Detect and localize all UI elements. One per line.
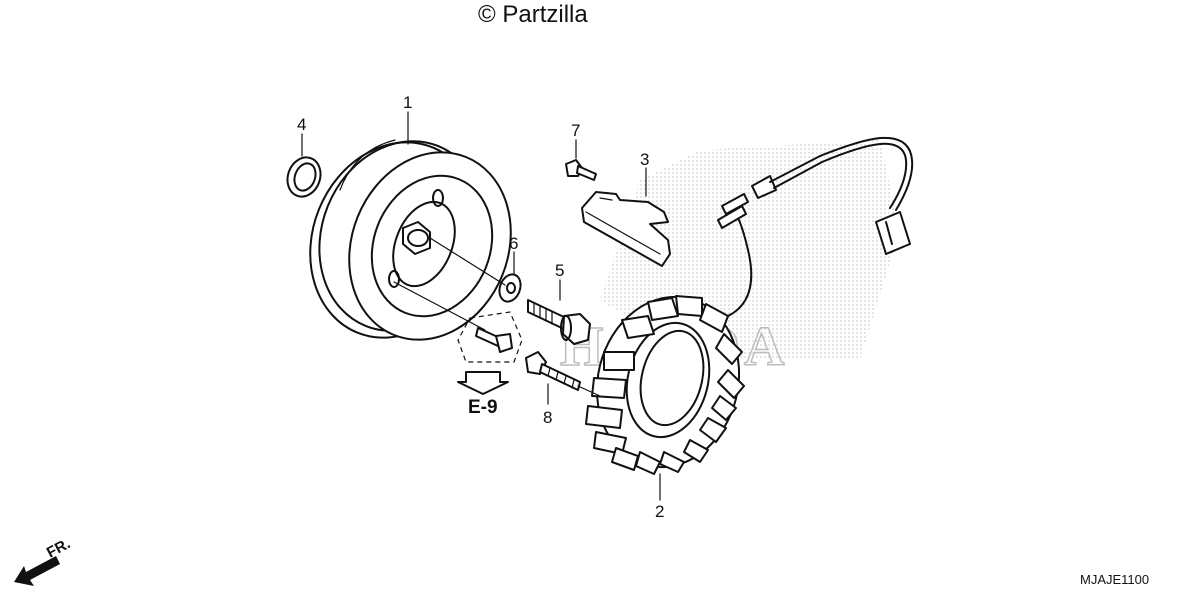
callout-4[interactable]: 4 [297,115,306,134]
watermark-text: © Partzilla [478,1,588,28]
callout-3[interactable]: 3 [640,150,649,169]
front-direction-indicator: FR. [14,535,73,586]
part-5-bolt [527,299,591,345]
part-8-screw [525,351,581,391]
callout-2[interactable]: 2 [655,502,664,521]
diagram-code: MJAJE1100 [1080,572,1149,587]
front-label: FR. [44,535,73,561]
callout-5[interactable]: 5 [555,261,564,280]
part-2-stator [585,136,914,475]
callout-7[interactable]: 7 [571,121,580,140]
front-arrow-icon [14,556,60,586]
reference-screw-group [457,311,523,395]
callout-6[interactable]: 6 [509,234,518,253]
part-1-flywheel [309,139,512,341]
part-7-bolt [565,159,597,181]
part-4-washer-ring [286,156,322,198]
callout-1[interactable]: 1 [403,93,412,112]
part-3-bracket [581,191,671,267]
callout-8[interactable]: 8 [543,408,552,427]
part-6-washer [498,273,522,303]
reference-label[interactable]: E-9 [468,397,498,418]
leader-lines [301,111,661,501]
